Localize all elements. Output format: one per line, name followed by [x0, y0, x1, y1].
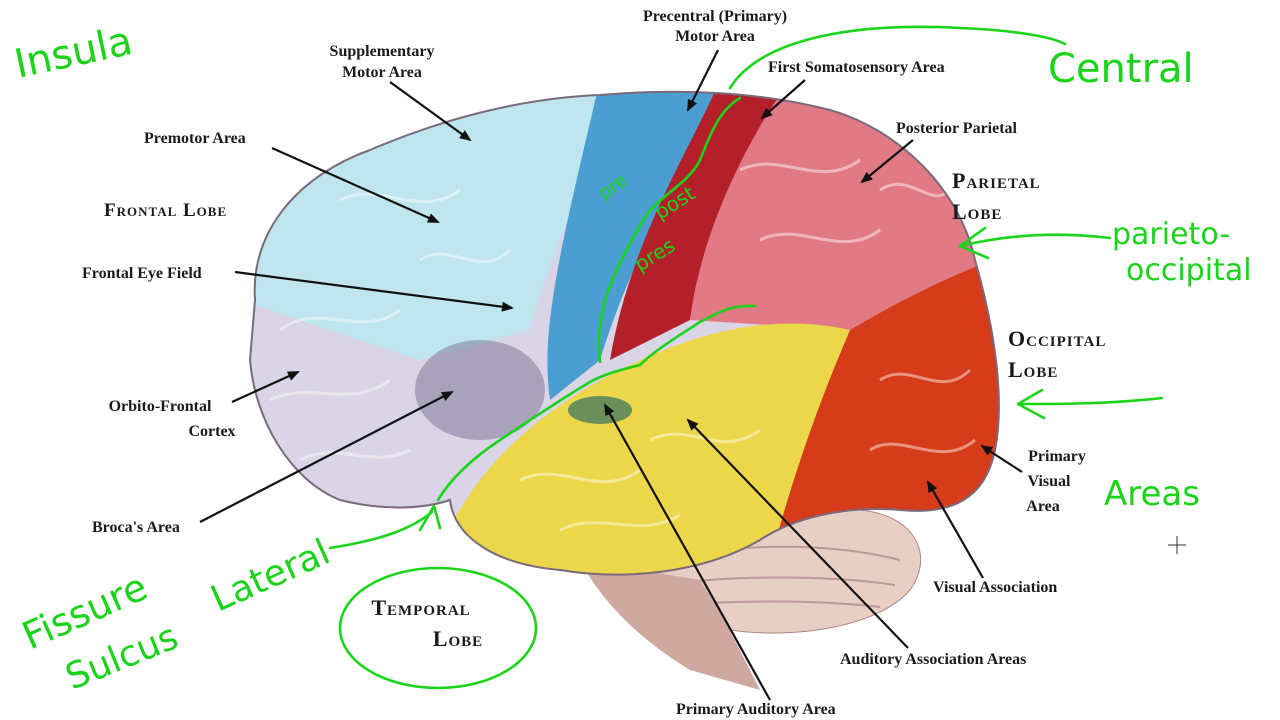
label-brocas: Broca's Area: [92, 519, 180, 536]
arrow-orbito-frontal: [231, 370, 300, 404]
primary-auditory-region: [568, 396, 632, 424]
arrow-primary-visual: [980, 444, 1023, 473]
central-sulcus-trace: [597, 96, 742, 364]
label-first-somatosensory: First Somatosensory Area: [768, 59, 945, 76]
arrow-frontal-eye-field: [234, 270, 514, 312]
label-visual-association: Visual Association: [933, 579, 1057, 596]
hw-areas: Areas: [1104, 474, 1200, 514]
label-supplementary-2: Motor Area: [342, 64, 422, 81]
arrow-brocas: [199, 391, 454, 523]
label-frontal-eye-field: Frontal Eye Field: [82, 265, 202, 282]
label-primary-visual-1: Primary: [1028, 448, 1086, 465]
label-orbito-frontal-2: Cortex: [188, 423, 235, 440]
green-annotations: [328, 25, 1164, 690]
lobe-frontal: Frontal Lobe: [104, 200, 227, 221]
hw-central: Central: [1048, 46, 1194, 92]
label-primary-auditory: Primary Auditory Area: [676, 701, 836, 718]
brainstem: [580, 560, 760, 690]
lobe-parietal-1: Parietal: [952, 168, 1041, 193]
label-precentral-1: Precentral (Primary): [643, 8, 787, 25]
lobe-temporal-1: Temporal: [371, 595, 470, 620]
central-pointer-line: [728, 25, 1067, 90]
label-primary-visual-3: Area: [1026, 498, 1059, 515]
temporal-lobe-circle: [338, 566, 538, 690]
arrow-posterior-parietal: [860, 139, 914, 184]
arrow-visual-association: [927, 480, 984, 579]
hw-occipital: occipital: [1126, 253, 1252, 288]
arrow-primary-auditory: [604, 403, 771, 701]
lobe-labels: Frontal Lobe Parietal Lobe Occipital Lob…: [104, 168, 1106, 651]
arrow-auditory-association: [686, 418, 909, 649]
arrow-premotor: [271, 146, 440, 224]
brocas-region: [415, 340, 545, 440]
lobe-occipital-2: Lobe: [1008, 357, 1058, 382]
occipital-arrow: [1016, 388, 1164, 420]
label-auditory-association: Auditory Association Areas: [840, 651, 1026, 668]
label-posterior-parietal: Posterior Parietal: [896, 120, 1018, 137]
lobe-occipital-1: Occipital: [1008, 326, 1106, 351]
arrow-supplementary: [389, 81, 472, 142]
lateral-pointer-line: [328, 510, 434, 550]
arrow-precentral: [687, 49, 719, 112]
label-premotor: Premotor Area: [144, 130, 246, 147]
temporal-region: [430, 323, 850, 575]
label-orbito-frontal-1: Orbito-Frontal: [109, 398, 212, 415]
lobe-temporal-2: Lobe: [433, 626, 483, 651]
label-precentral-2: Motor Area: [675, 28, 755, 45]
brain-outline: [248, 90, 1000, 576]
parieto-occipital-arrow: [958, 226, 1112, 260]
label-supplementary-1: Supplementary: [330, 43, 435, 60]
leader-arrows: [199, 49, 1023, 701]
lateral-fissure-tick: [418, 504, 442, 532]
arrow-somatosensory: [760, 79, 806, 120]
lateral-fissure-trace: [436, 304, 757, 502]
hw-parieto: parieto-: [1112, 217, 1230, 252]
lobe-parietal-2: Lobe: [952, 199, 1002, 224]
label-primary-visual-2: Visual: [1028, 473, 1072, 490]
cursor-crosshair-icon: [1168, 536, 1186, 554]
region-labels: Precentral (Primary) Motor Area Suppleme…: [82, 8, 1086, 718]
